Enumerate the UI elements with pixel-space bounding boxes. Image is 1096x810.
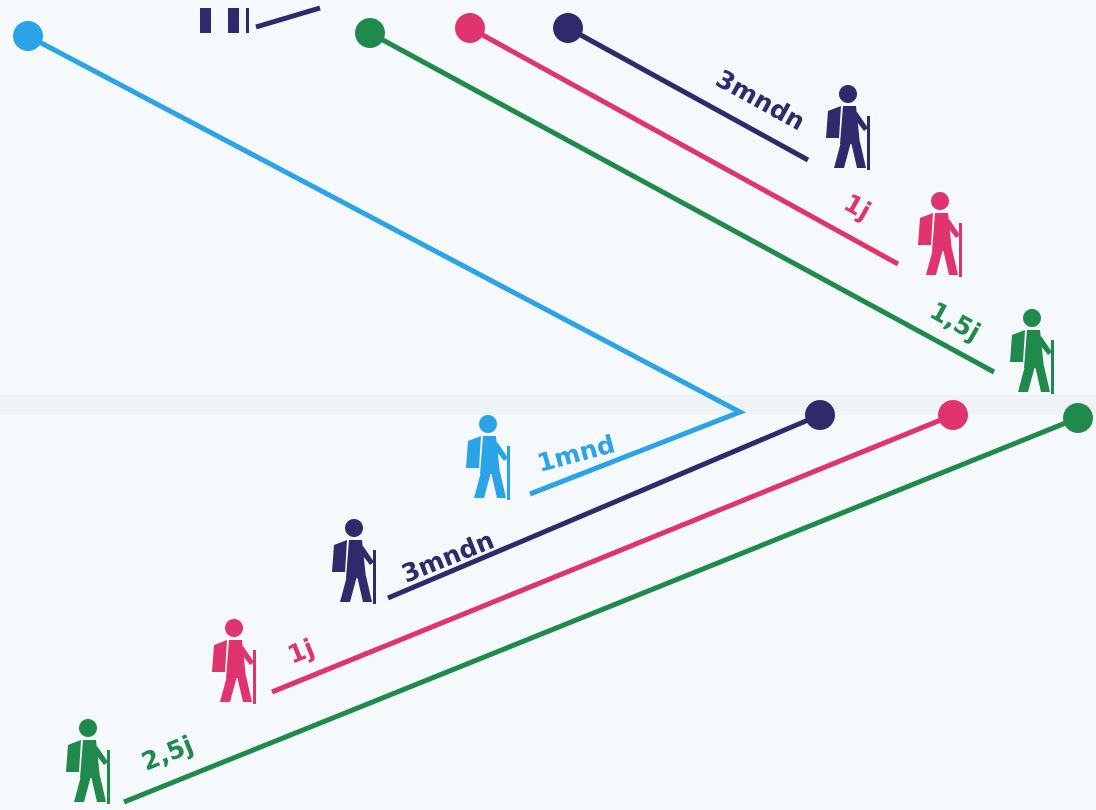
route-label: 1j — [283, 633, 318, 670]
route-start-point — [1063, 403, 1093, 433]
paper-band — [0, 395, 1096, 415]
route-top-pink: 1j — [455, 13, 962, 277]
route-line — [271, 412, 954, 695]
route-top-green: 1,5j — [355, 18, 1054, 394]
route-start-point — [355, 18, 385, 48]
hiker-icon — [918, 192, 962, 277]
route-line — [566, 25, 810, 163]
top-edge-hiker-leg — [228, 8, 239, 33]
route-top-blue: 1mnd — [13, 21, 746, 500]
route-line — [387, 412, 821, 601]
hiker-icon — [1010, 309, 1054, 394]
route-label: 1mnd — [534, 429, 618, 477]
hiker-icon — [466, 415, 510, 500]
route-top-navy: 3mndn — [553, 13, 870, 170]
route-start-point — [805, 400, 835, 430]
route-label: 3mndn — [397, 525, 498, 588]
route-line — [123, 415, 1079, 805]
hiker-icon — [212, 619, 256, 704]
route-line — [26, 33, 746, 497]
route-start-point — [938, 400, 968, 430]
top-edge-hiker — [200, 5, 321, 33]
route-line — [468, 25, 900, 267]
route-start-point — [553, 13, 583, 43]
route-label: 3mndn — [711, 64, 810, 136]
top-edge-hiker-leg — [200, 8, 211, 33]
route-start-point — [13, 21, 43, 51]
route-bottom-navy: 3mndn — [332, 400, 835, 604]
top-edge-hiker-pole — [246, 8, 249, 33]
route-line — [368, 30, 996, 375]
hiker-icon — [826, 85, 870, 170]
top-edge-route — [255, 5, 321, 30]
route-label: 2,5j — [137, 730, 197, 777]
route-label: 1j — [839, 188, 876, 226]
hiker-icon — [332, 519, 376, 604]
hiker-icon — [66, 719, 110, 804]
route-start-point — [455, 13, 485, 43]
